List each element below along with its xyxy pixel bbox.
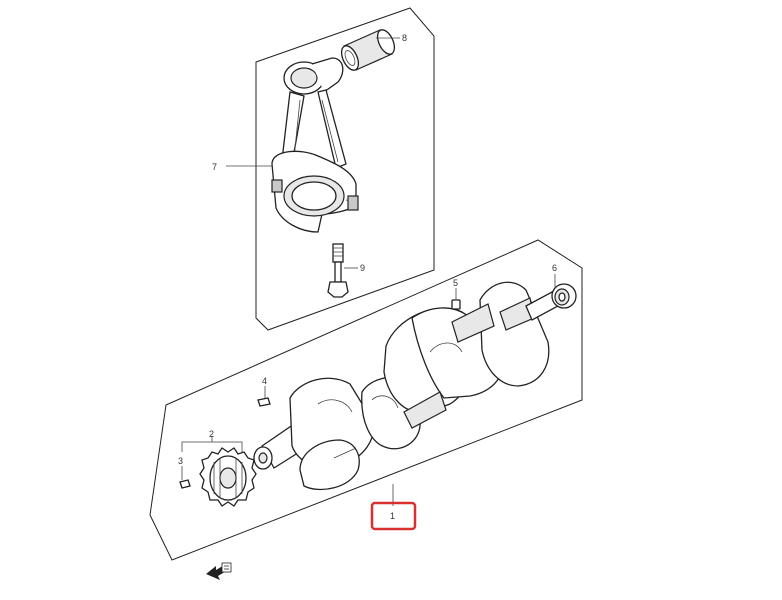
callout-labels: 7 8 9 2 3 4 5 6 1 <box>178 33 557 521</box>
pin-5-part[interactable] <box>451 299 461 310</box>
callout-9[interactable]: 9 <box>360 263 365 273</box>
crankshaft-part[interactable] <box>253 281 559 491</box>
connecting-rod-panel-outline <box>255 7 435 331</box>
key-4-part[interactable] <box>257 397 271 407</box>
callout-5[interactable]: 5 <box>453 278 458 288</box>
callout-4[interactable]: 4 <box>262 376 267 386</box>
timing-gear-part[interactable] <box>199 447 257 507</box>
callout-7[interactable]: 7 <box>212 162 217 172</box>
connecting-rod-part[interactable] <box>271 57 359 233</box>
callout-1[interactable]: 1 <box>390 511 395 521</box>
bushing-part[interactable] <box>338 27 398 72</box>
front-direction-arrow-icon <box>206 562 232 580</box>
callout-8[interactable]: 8 <box>402 33 407 43</box>
leader-lines <box>181 37 556 506</box>
key-3-part[interactable] <box>179 479 191 489</box>
callout-2[interactable]: 2 <box>209 429 214 439</box>
rod-bolt-part[interactable] <box>327 243 349 298</box>
callout-3[interactable]: 3 <box>178 456 183 466</box>
crankshaft-group <box>149 239 583 561</box>
crankshaft-panel-outline <box>149 239 583 561</box>
callout-6[interactable]: 6 <box>552 263 557 273</box>
highlight-box <box>370 501 417 531</box>
connecting-rod-group <box>255 7 435 331</box>
pilot-bearing-part[interactable] <box>551 283 577 309</box>
